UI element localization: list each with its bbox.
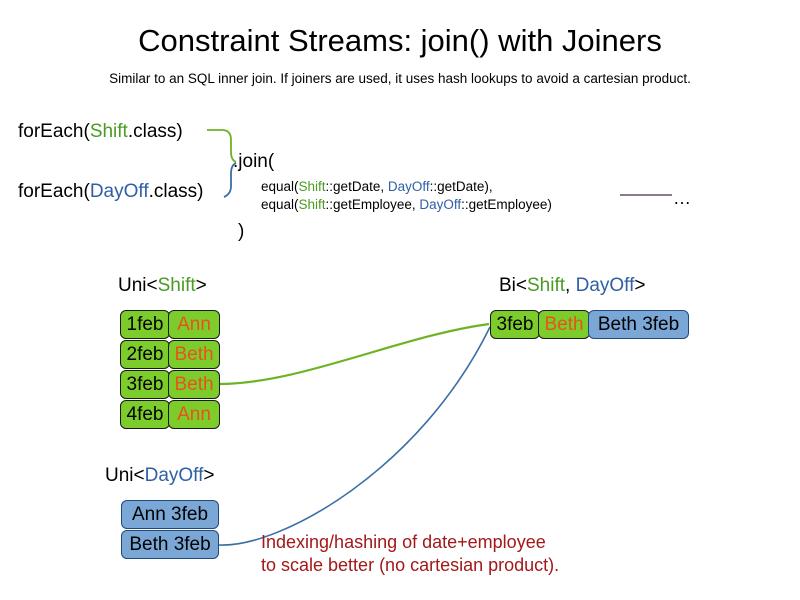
foreach-dayoff-prefix: forEach( — [18, 181, 90, 202]
equal-date-left-method: ::getDate, — [325, 179, 388, 194]
foreach-shift-suffix: .class) — [127, 121, 183, 142]
equal-employee-prefix: equal( — [261, 197, 299, 212]
shift-date-cell: 2feb — [120, 340, 170, 369]
equal-date-right-type: DayOff — [387, 179, 430, 194]
equal-date-prefix: equal( — [261, 179, 299, 194]
uni-dayoff-header: Uni<DayOff> — [105, 464, 215, 488]
equal-date-left-type: Shift — [298, 179, 326, 194]
code-line-join-open: .join( — [233, 151, 275, 172]
shift-employee-cell: Beth — [168, 340, 220, 369]
code-line-equal-employee: equal(Shift::getEmployee, DayOff::getEmp… — [261, 196, 552, 214]
bi-header: Bi<Shift, DayOff> — [499, 274, 645, 298]
code-line-foreach-dayoff: forEach(DayOff.class) — [18, 180, 204, 204]
page-title: Constraint Streams: join() with Joiners — [138, 23, 662, 58]
shift-date-cell: 4feb — [120, 400, 170, 429]
bi-date-cell: 3feb — [490, 310, 540, 339]
uni-dayoff-header-prefix: Uni< — [105, 465, 145, 486]
shift-tuple-row[interactable]: 1feb Ann — [120, 310, 220, 339]
shift-tuple-row[interactable]: 2feb Beth — [120, 340, 220, 369]
shift-employee-cell: Ann — [168, 310, 220, 339]
code-line-equal-date: equal(Shift::getDate, DayOff::getDate), — [261, 178, 493, 196]
connector-shift-to-join — [207, 129, 237, 163]
uni-shift-header-type: Shift — [157, 275, 196, 296]
uni-dayoff-header-suffix: > — [203, 465, 215, 486]
foreach-shift-type: Shift — [89, 121, 128, 142]
caption-line-1: Indexing/hashing of date+employee — [261, 532, 546, 552]
equal-employee-left-type: Shift — [298, 197, 326, 212]
equal-employee-right-type: DayOff — [419, 197, 462, 212]
caption-note: Indexing/hashing of date+employee to sca… — [261, 531, 559, 577]
code-line-join-close: ) — [238, 221, 245, 242]
page-subtitle: Similar to an SQL inner join. If joiners… — [109, 71, 691, 86]
foreach-dayoff-suffix: .class) — [148, 181, 204, 202]
shift-date-cell: 1feb — [120, 310, 170, 339]
dayoff-tuple-row[interactable]: Ann 3feb — [121, 500, 219, 529]
bi-header-separator: , — [565, 275, 576, 296]
caption-line-2: to scale better (no cartesian product). — [261, 555, 560, 575]
bi-header-type-b: DayOff — [575, 275, 635, 296]
shift-employee-cell: Beth — [168, 370, 220, 399]
bi-header-suffix: > — [634, 275, 646, 296]
ellipsis-label: … — [673, 188, 691, 208]
shift-tuple-row[interactable]: 3feb Beth — [120, 370, 220, 399]
bi-header-type-a: Shift — [527, 275, 566, 296]
foreach-shift-prefix: forEach( — [18, 121, 90, 142]
dayoff-tuple-row[interactable]: Beth 3feb — [121, 530, 219, 559]
bi-header-prefix: Bi< — [499, 275, 527, 296]
uni-shift-header-prefix: Uni< — [118, 275, 158, 296]
bi-dayoff-cell: Beth 3feb — [588, 310, 689, 339]
shift-employee-cell: Ann — [168, 400, 220, 429]
uni-dayoff-header-type: DayOff — [144, 465, 204, 486]
shift-tuple-row[interactable]: 4feb Ann — [120, 400, 220, 429]
uni-shift-header: Uni<Shift> — [118, 274, 207, 298]
dayoff-cell: Beth 3feb — [121, 530, 219, 559]
shift-date-cell: 3feb — [120, 370, 170, 399]
bi-employee-cell: Beth — [538, 310, 590, 339]
connector-dayoff-row-to-bi — [218, 326, 491, 546]
equal-employee-right-method: ::getEmployee) — [461, 197, 552, 212]
uni-shift-header-suffix: > — [195, 275, 207, 296]
equal-date-right-method: ::getDate), — [429, 179, 493, 194]
dayoff-cell: Ann 3feb — [121, 500, 219, 529]
code-line-foreach-shift: forEach(Shift.class) — [18, 120, 183, 144]
foreach-dayoff-type: DayOff — [89, 181, 149, 202]
equal-employee-left-method: ::getEmployee, — [325, 197, 420, 212]
connector-shift-row-to-bi — [218, 322, 490, 386]
bi-tuple-row[interactable]: 3feb Beth Beth 3feb — [490, 310, 689, 339]
